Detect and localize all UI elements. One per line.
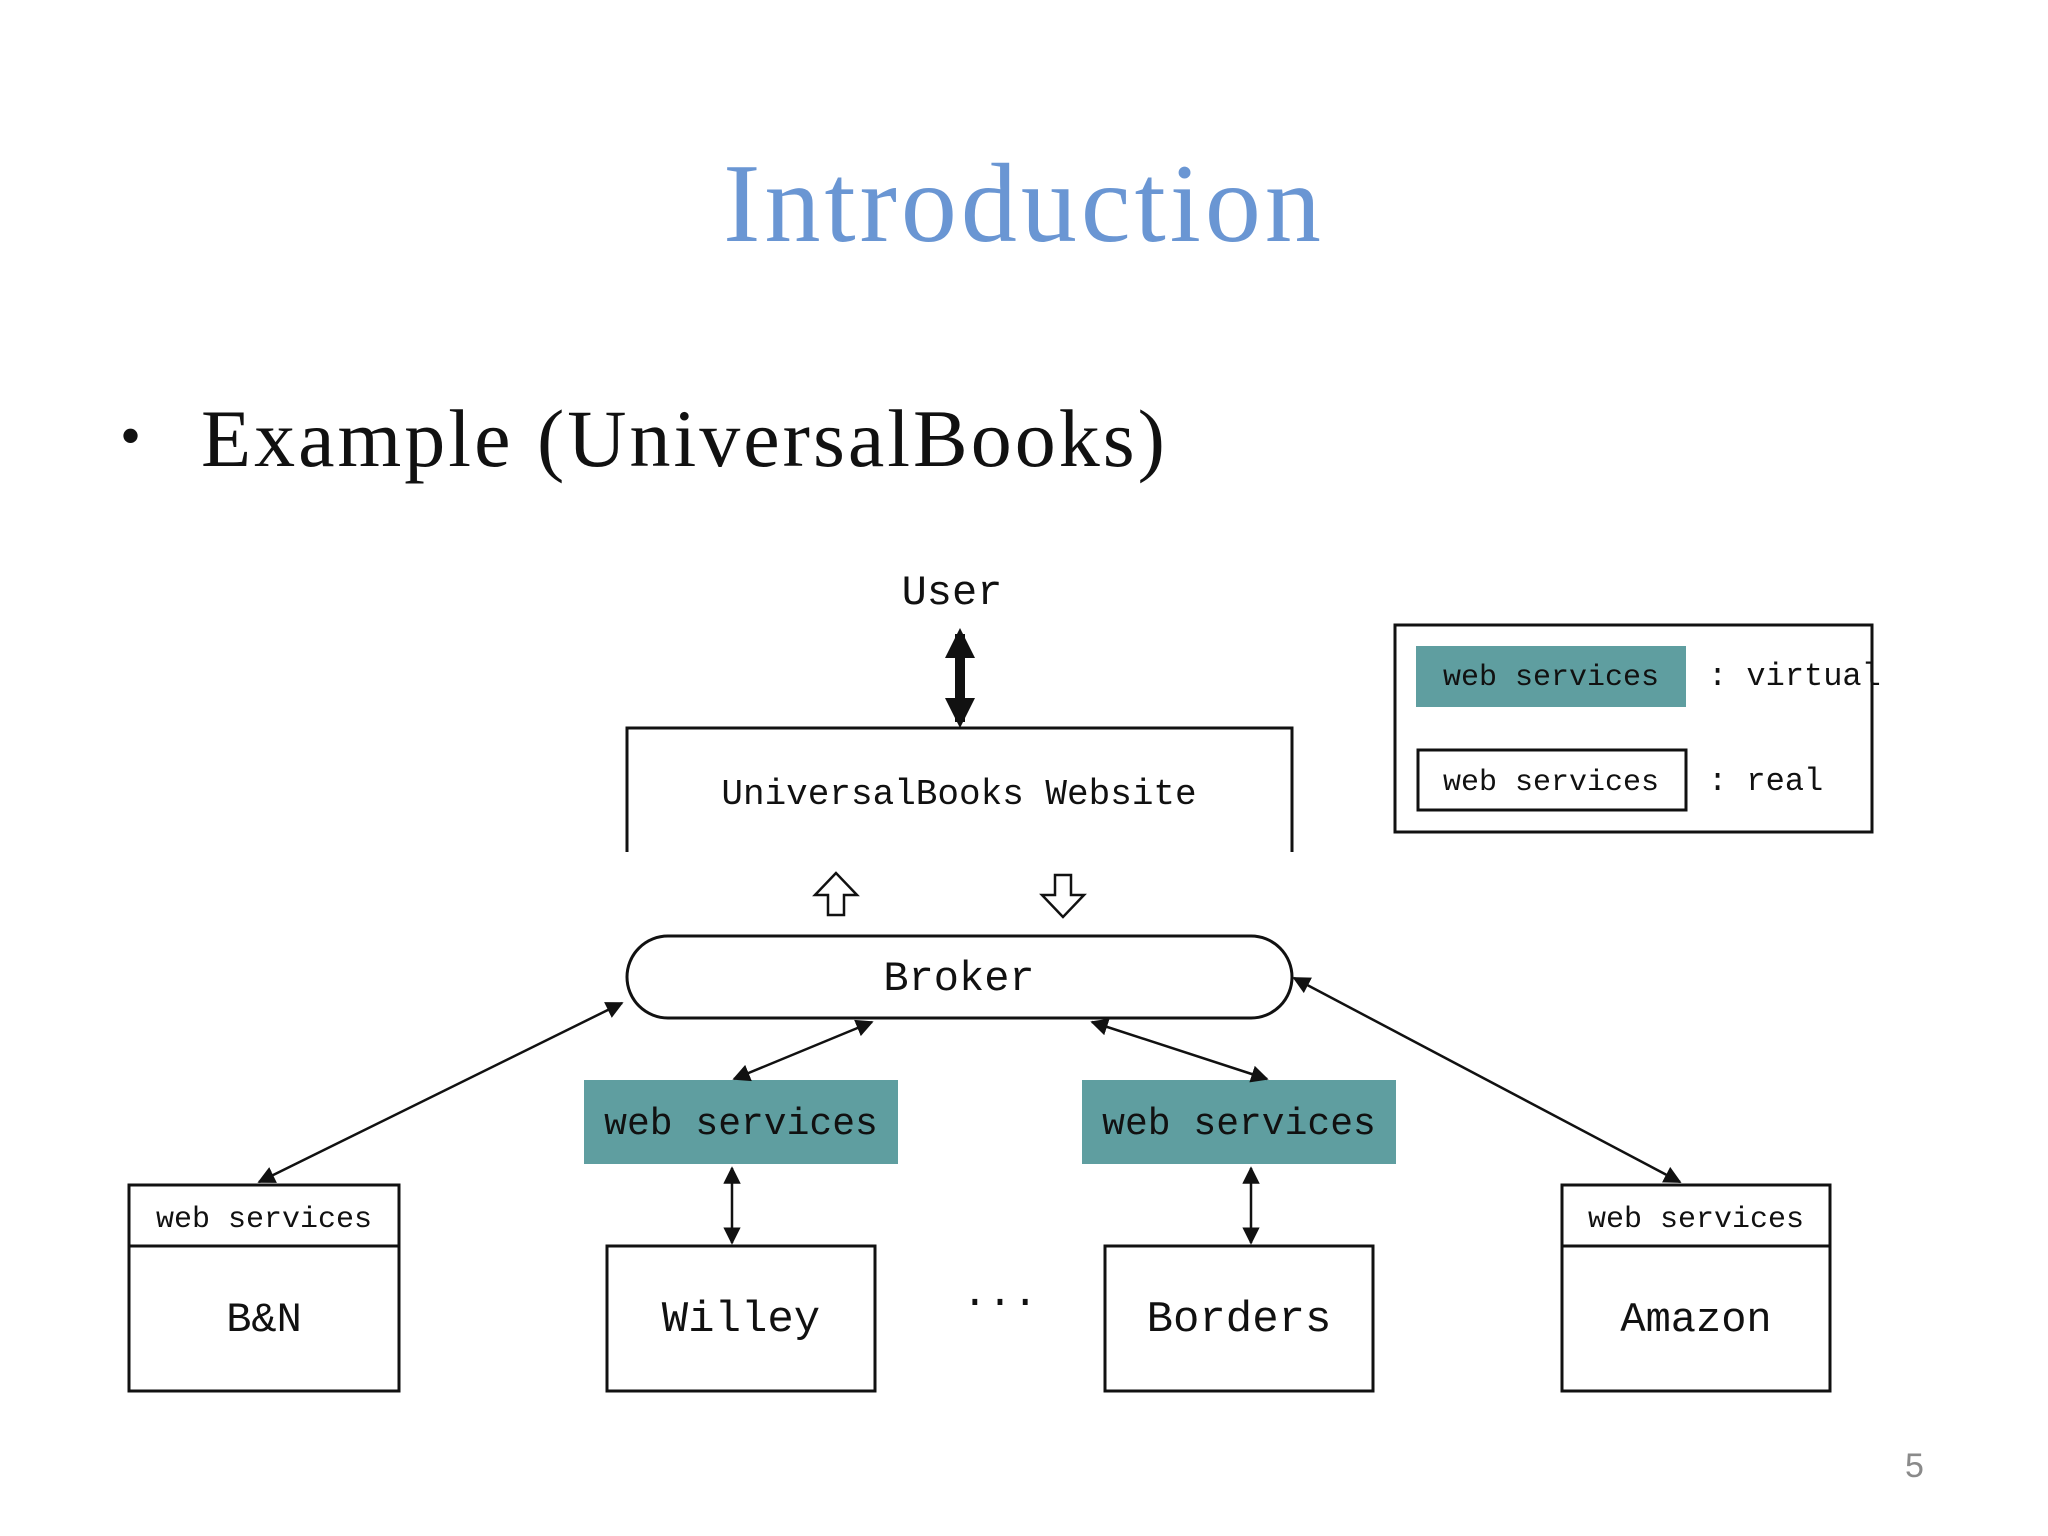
bn-broker-arrow bbox=[257, 1001, 624, 1184]
amazon-label: Amazon bbox=[1620, 1296, 1771, 1344]
virtual-web-services-left-label: web services bbox=[604, 1103, 878, 1146]
virtual-web-services-left bbox=[584, 1080, 898, 1164]
user-label: User bbox=[902, 569, 1003, 617]
legend-real-swatch bbox=[1416, 748, 1688, 812]
broker-box bbox=[625, 934, 1294, 1020]
legend-virtual-box-label: web services bbox=[1443, 661, 1659, 695]
website-label: UniversalBooks Website bbox=[721, 774, 1196, 815]
bullet-item: • Example (UniversalBooks) bbox=[120, 392, 1168, 486]
legend-real-box-label: web services bbox=[1443, 766, 1659, 800]
willey-label: Willey bbox=[662, 1295, 820, 1345]
down-hollow-arrow-icon bbox=[1039, 873, 1087, 919]
legend-virtual-swatch bbox=[1416, 646, 1686, 707]
amazon-broker-arrow bbox=[1292, 976, 1682, 1184]
willey-box bbox=[605, 1244, 877, 1393]
right-ws-broker-arrow bbox=[1090, 1018, 1269, 1083]
virtual-web-services-right-label: web services bbox=[1102, 1103, 1376, 1146]
amazon-web-services-label: web services bbox=[1588, 1203, 1804, 1237]
bullet-dot-icon: • bbox=[120, 403, 142, 469]
bn-box bbox=[127, 1183, 401, 1393]
legend-virtual-text: : virtual bbox=[1708, 658, 1881, 695]
bullet-text: Example (UniversalBooks) bbox=[201, 393, 1168, 484]
amazon-box bbox=[1560, 1183, 1832, 1393]
borders-box bbox=[1103, 1244, 1375, 1393]
slide-title: Introduction bbox=[723, 142, 1325, 266]
bn-label: B&N bbox=[226, 1296, 302, 1344]
website-box bbox=[625, 726, 1294, 852]
page-number: 5 bbox=[1905, 1447, 1924, 1485]
borders-label: Borders bbox=[1147, 1295, 1332, 1345]
broker-label: Broker bbox=[883, 955, 1034, 1003]
bn-web-services-label: web services bbox=[156, 1203, 372, 1237]
up-hollow-arrow-icon bbox=[812, 871, 860, 917]
ellipsis: ... bbox=[962, 1270, 1038, 1318]
legend-real-text: : real bbox=[1708, 763, 1823, 800]
left-ws-broker-arrow bbox=[732, 1019, 874, 1082]
